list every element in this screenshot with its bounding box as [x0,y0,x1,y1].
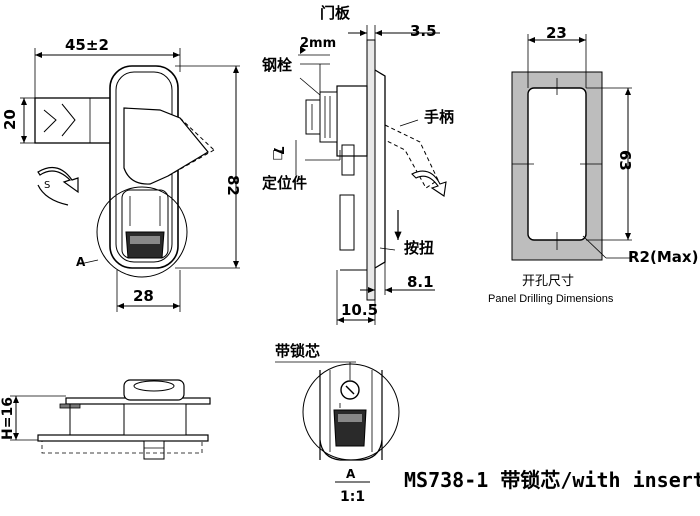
label-steel-pin: 钢栓 [262,56,293,74]
front-view: S [20,48,240,312]
dim-plate-3-5: 3.5 [410,22,437,40]
detail-a-view [275,361,400,483]
dim-width-45: 45±2 [65,36,109,54]
dim-cutout-23: 23 [546,24,567,42]
dim-depth-10-5: 10.5 [341,301,379,319]
svg-text:S: S [44,180,50,191]
label-view-a-detail: A [346,467,356,481]
label-handle: 手柄 [424,108,455,126]
dim-height-20: 20 [1,109,19,130]
dim-width-28: 28 [133,287,154,305]
label-door-panel: 门板 [320,4,351,22]
dim-square-7: 7 [270,146,285,156]
label-cutout-cn: 开孔尺寸 [522,274,575,289]
panel-cutout [511,34,632,261]
label-locator: 定位件 [262,174,308,192]
side-view [295,25,447,325]
dim-height-16: H=16 [0,397,16,440]
dim-radius-r2: R2(Max) [628,248,699,266]
label-view-a-front: A [76,255,86,269]
label-cutout-en: Panel Drilling Dimensions [488,293,614,305]
dim-pin-2mm: 2mm [300,36,337,51]
bottom-view [10,379,211,460]
figure-caption: MS738-1 带锁芯/with insert [404,468,700,492]
dim-height-82: 82 [224,175,242,196]
square-symbol: □ [272,147,284,161]
dim-depth-8-1: 8.1 [407,273,434,291]
label-button: 按扭 [404,239,435,257]
dim-cutout-63: 63 [616,150,634,171]
label-scale: 1:1 [340,489,366,505]
label-with-core: 带锁芯 [275,342,321,360]
